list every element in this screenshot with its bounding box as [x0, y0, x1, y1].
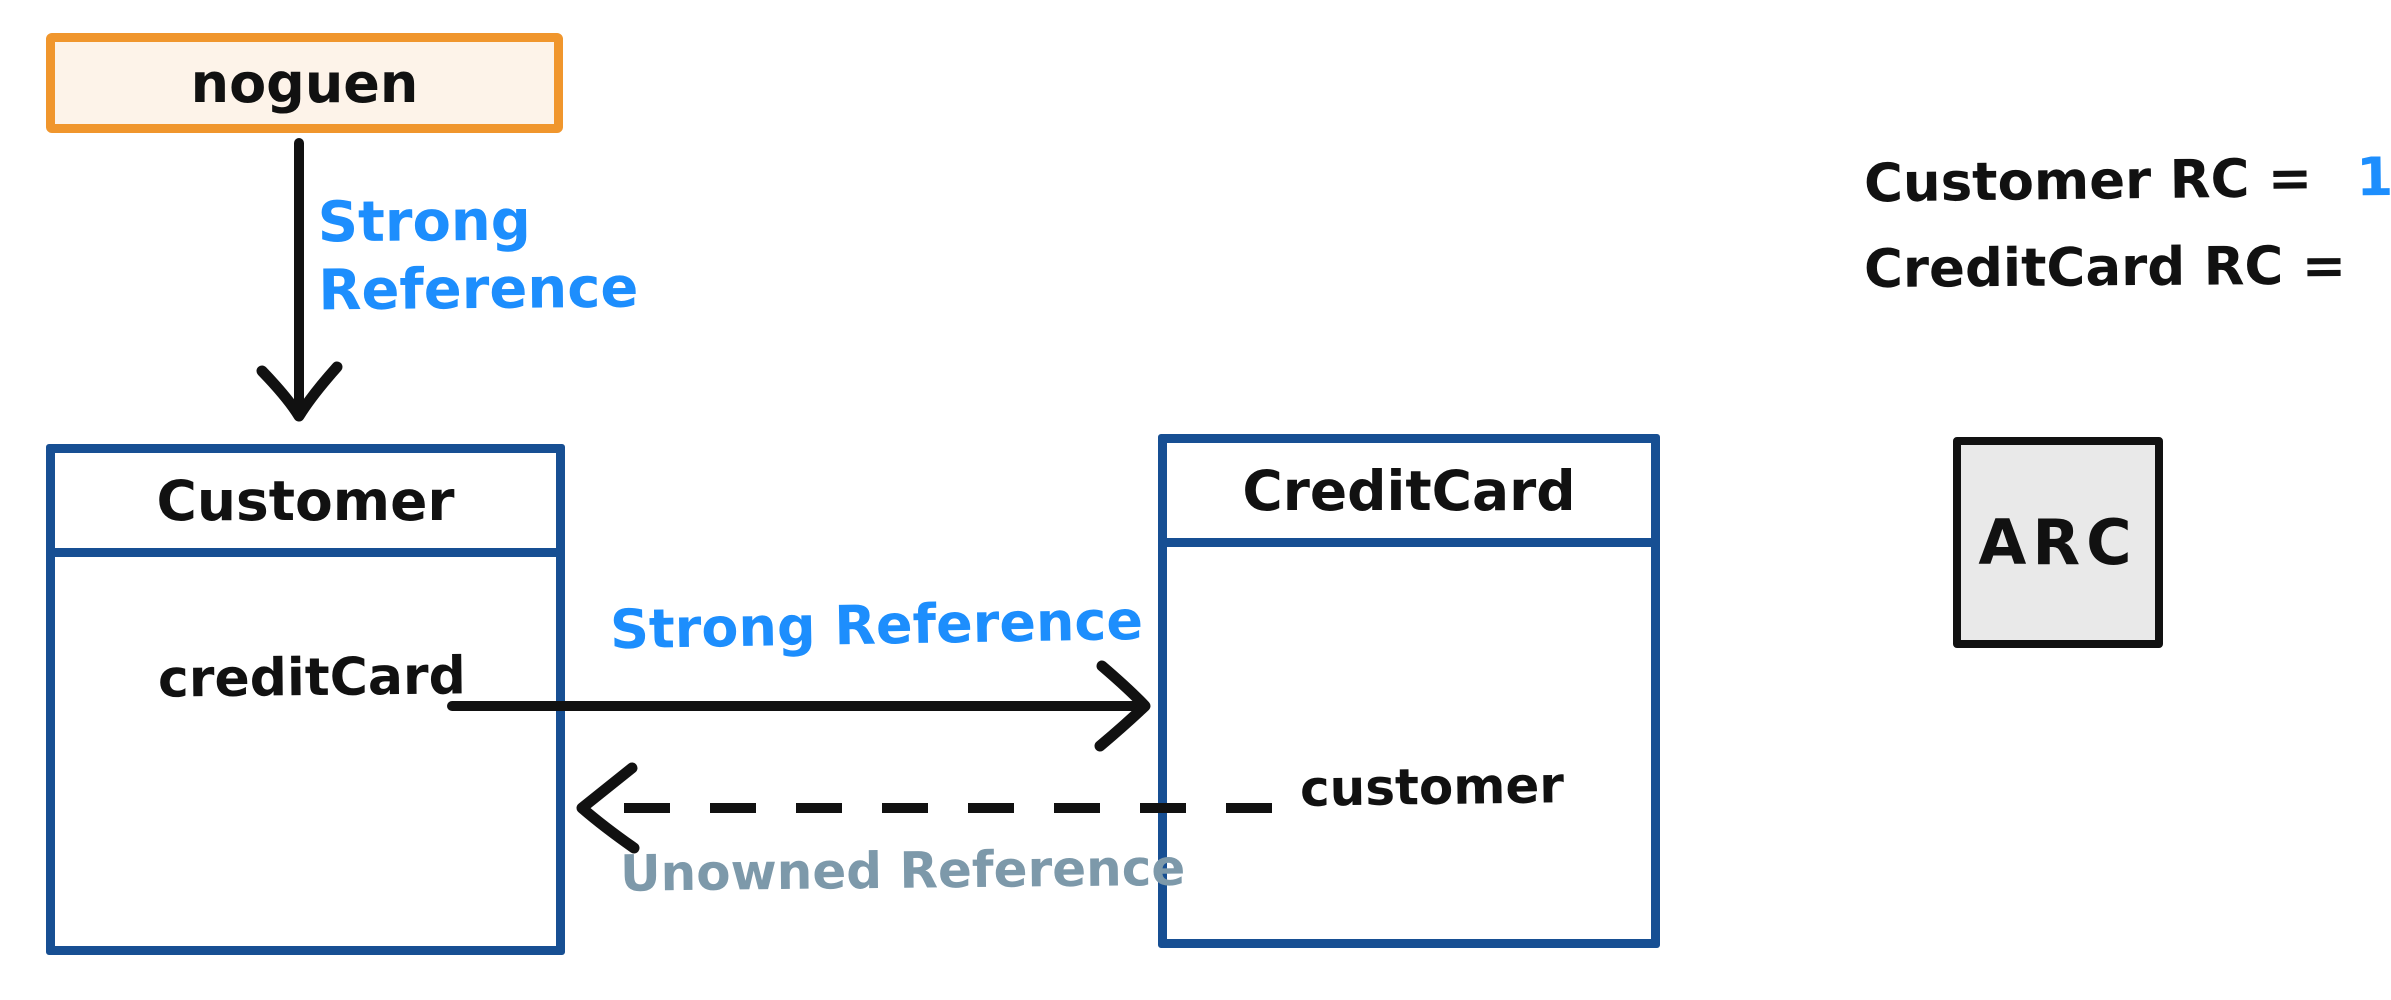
creditcard-rc-label: CreditCard RC = — [1863, 235, 2347, 300]
creditcard-rc-row: CreditCard RC = 1 — [1864, 235, 2391, 300]
arc-box-label: ARC — [1978, 506, 2138, 579]
reference-count-panel: Customer RC = 1 CreditCard RC = 1 — [1863, 146, 2391, 300]
customer-rc-value: 1 — [2355, 146, 2391, 209]
creditcard-class-body — [1167, 547, 1651, 939]
creditcard-property-label: creditCard — [157, 646, 467, 710]
customer-rc-label: Customer RC = — [1863, 147, 2313, 215]
creditcard-class-title: CreditCard — [1242, 458, 1576, 523]
customer-class-title: Customer — [156, 468, 455, 533]
owner-variable-label: noguen — [190, 51, 419, 115]
customer-property-label: customer — [1299, 756, 1565, 818]
customer-class-body — [55, 557, 556, 946]
owner-variable-node: noguen — [46, 33, 563, 133]
strong-reference-down-label: Strong Reference — [317, 187, 638, 326]
unowned-reference-label: Unowned Reference — [619, 838, 1186, 903]
strong-reference-down-label-line1: Strong — [317, 188, 532, 256]
strong-reference-right-label: Strong Reference — [609, 588, 1144, 662]
customer-class-header: Customer — [55, 453, 556, 557]
creditcard-class-box: CreditCard — [1158, 434, 1660, 948]
customer-class-box: Customer — [46, 444, 565, 955]
customer-rc-row: Customer RC = 1 — [1863, 146, 2391, 215]
strong-reference-down-label-line2: Reference — [318, 255, 639, 324]
arc-box: ARC — [1953, 437, 2163, 648]
creditcard-class-header: CreditCard — [1167, 443, 1651, 547]
